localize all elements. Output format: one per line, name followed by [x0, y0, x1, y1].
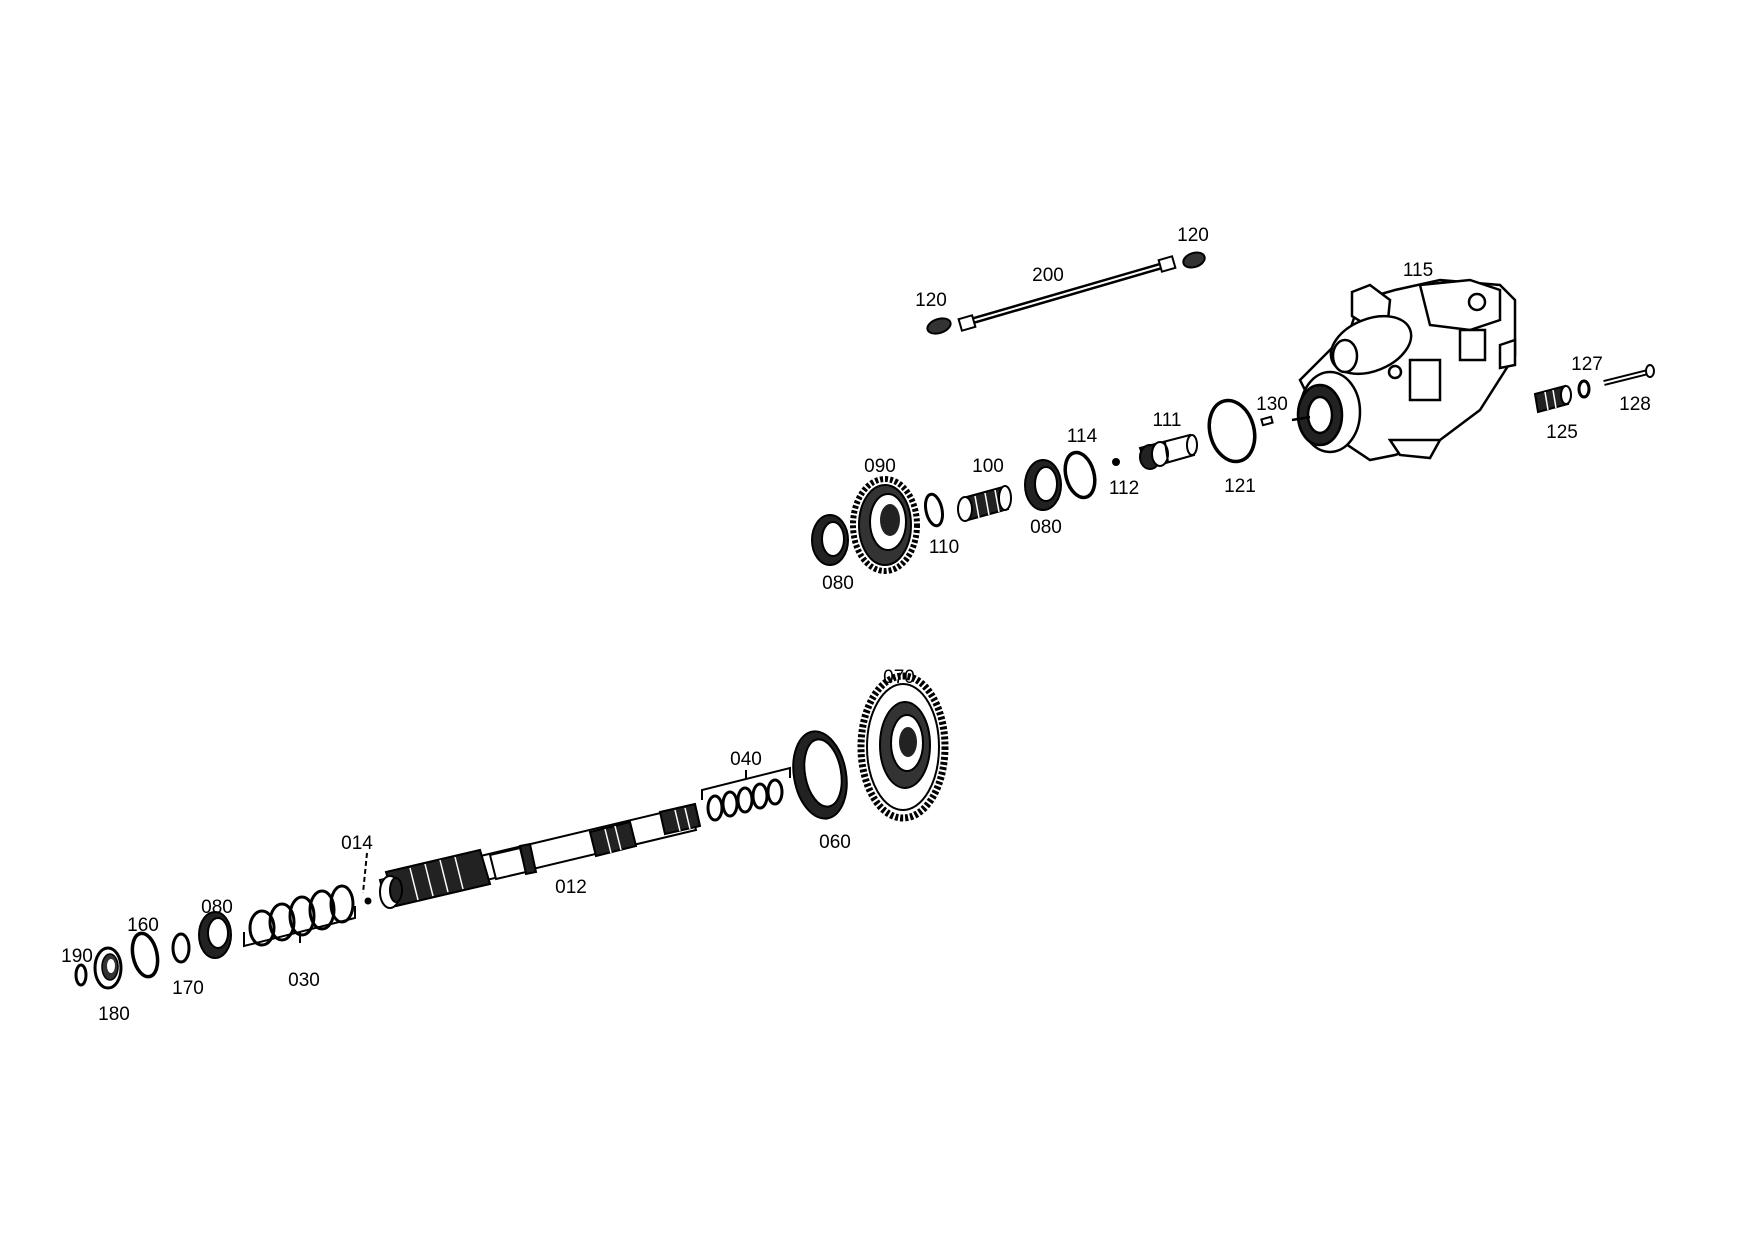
label-060: 060 [819, 832, 851, 853]
label-080-left: 080 [822, 573, 854, 594]
part-090-gear [850, 476, 920, 574]
part-115-housing [1291, 278, 1517, 462]
label-040: 040 [730, 749, 762, 770]
part-121-o-ring [1207, 398, 1257, 464]
part-200-tube [957, 255, 1177, 332]
part-012-shaft [378, 802, 702, 909]
label-180: 180 [98, 1004, 130, 1025]
label-128: 128 [1619, 394, 1651, 415]
part-120-plug-right [1182, 251, 1206, 269]
label-170: 170 [172, 978, 204, 999]
label-127: 127 [1571, 354, 1603, 375]
label-112: 112 [1109, 478, 1139, 499]
part-130-pin [1260, 415, 1274, 427]
part-080-bearing-lower [198, 911, 232, 959]
part-030-ring-set [243, 884, 356, 948]
label-111: 111 [1153, 410, 1182, 431]
label-080-upper: 080 [1030, 517, 1062, 538]
part-180-washer [93, 946, 123, 990]
part-125-plug [1533, 384, 1572, 414]
part-080-bearing-left [811, 514, 849, 566]
label-120-left: 120 [915, 290, 947, 311]
label-160: 160 [127, 915, 159, 936]
part-120-plug-left [926, 317, 952, 335]
part-100-sleeve [957, 485, 1012, 522]
part-114-snap-ring [1063, 450, 1097, 500]
part-112-ball [1112, 458, 1120, 466]
label-100: 100 [972, 456, 1004, 477]
part-110-snap-ring [923, 492, 945, 528]
label-130: 130 [1256, 394, 1288, 415]
label-114: 114 [1067, 426, 1098, 447]
label-110: 110 [929, 537, 959, 558]
part-070-gear [857, 672, 949, 822]
part-170-ring [171, 932, 191, 964]
part-160-snap-ring [130, 931, 160, 979]
part-128-bolt [1603, 364, 1655, 386]
label-120-right: 120 [1177, 225, 1209, 246]
part-080-bearing-upper [1024, 459, 1062, 511]
part-111-shaft [1138, 433, 1198, 470]
part-127-washer [1577, 379, 1591, 399]
part-190-ring [74, 963, 88, 987]
label-030: 030 [288, 970, 320, 991]
label-012: 012 [555, 877, 587, 898]
label-115: 115 [1403, 260, 1433, 281]
label-200: 200 [1032, 265, 1064, 286]
label-080-lower: 080 [201, 897, 233, 918]
label-125: 125 [1546, 422, 1578, 443]
part-014-ball [362, 852, 372, 905]
label-090: 090 [864, 456, 896, 477]
label-014: 014 [341, 833, 373, 854]
part-060-bearing [792, 730, 848, 820]
part-040-ring-set [701, 766, 791, 822]
label-190: 190 [61, 946, 93, 967]
label-070: 070 [883, 667, 915, 688]
label-121: 121 [1224, 476, 1256, 497]
